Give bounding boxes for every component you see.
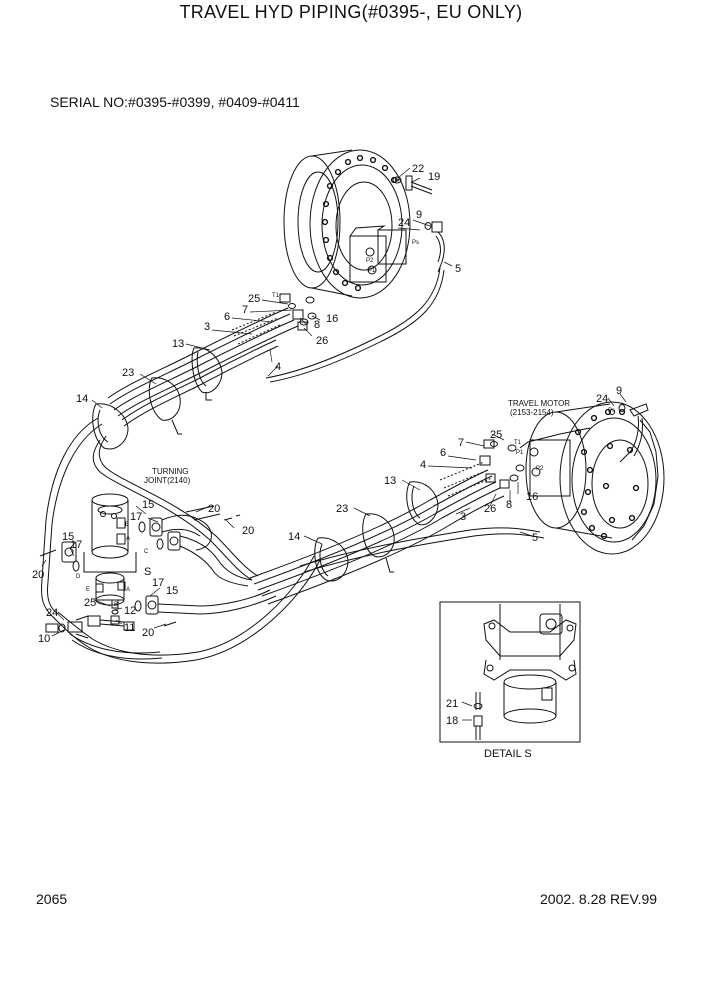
port-labels: T1 P2 P1 Ps T1 P1 P2 Ps B A C D E A B: [76, 240, 615, 608]
callout-12: 12: [124, 605, 136, 617]
lower-fittings: [479, 439, 525, 489]
callout-25-upper: 25: [248, 293, 260, 305]
callout-7-lower: 7: [458, 437, 464, 449]
callout-25-lower-left: 25: [84, 597, 96, 609]
callout-5-lower: 5: [532, 532, 538, 544]
detail-s-label: DETAIL S: [484, 748, 532, 760]
callout-18: 18: [446, 715, 458, 727]
callout-24-upper: 24: [398, 217, 410, 229]
callout-10: 10: [38, 633, 50, 645]
callout-16-upper: 16: [326, 313, 338, 325]
callout-leaders: [41, 167, 627, 721]
callout-5-upper: 5: [455, 263, 461, 275]
callout-9-upper: 9: [416, 209, 422, 221]
turning-joint-flanges: [39, 505, 277, 627]
turning-joint-code: JOINT(2140): [144, 476, 191, 485]
upper-clamps: [92, 347, 223, 450]
callout-20-b: 20: [242, 525, 254, 537]
callout-15-c: 15: [166, 585, 178, 597]
travel-motor-code: (2153-2154): [510, 408, 554, 417]
lower-left-fittings: [45, 599, 163, 660]
revision-date: 2002. 8.28 REV.99: [540, 891, 658, 907]
port-p2-upper: P2: [366, 258, 374, 264]
callout-16-lower: 16: [526, 491, 538, 503]
callout-20-a: 20: [208, 503, 220, 515]
lower-travel-motor: [519, 401, 665, 555]
lower-clamps: [314, 481, 439, 582]
port-a-lower: A: [126, 587, 130, 593]
port-p1-upper: P1: [368, 268, 376, 274]
callout-17-c: 17: [152, 577, 164, 589]
callout-23-lower: 23: [336, 503, 348, 515]
callout-15-b: 15: [62, 531, 74, 543]
upper-fittings: [279, 293, 317, 331]
port-b-upper: A: [126, 536, 130, 542]
port-ps-lower: Ps: [608, 408, 615, 414]
callout-6-lower: 6: [440, 447, 446, 459]
hose-5-upper: [265, 221, 445, 383]
callout-24-lower: 24: [596, 393, 608, 405]
callout-numbers: 22 19 9 24 5 25 7 6 3 13 4 23 14 16 8 26…: [32, 163, 622, 727]
section-s-marker: S: [144, 566, 151, 578]
page-number: 2065: [36, 891, 68, 907]
turning-joint-label: TURNING: [152, 467, 188, 476]
callout-13-upper: 13: [172, 338, 184, 350]
detail-s-box: [439, 601, 581, 743]
port-ps-upper: Ps: [412, 240, 419, 246]
callout-23-upper: 23: [122, 367, 134, 379]
upper-hose-bundle: [107, 307, 299, 427]
travel-motor-label: TRAVEL MOTOR: [508, 399, 570, 408]
port-d: D: [76, 574, 81, 580]
upper-travel-motor: [283, 149, 411, 299]
callout-6-upper: 6: [224, 311, 230, 323]
callout-17-a: 17: [130, 511, 142, 523]
port-p1-lower: P1: [516, 450, 524, 456]
callout-4-lower: 4: [420, 459, 426, 471]
hose-5-lower: [609, 403, 649, 463]
callout-9-lower: 9: [616, 385, 622, 397]
port-a-upper: B: [125, 522, 129, 528]
callout-19: 19: [428, 171, 440, 183]
port-t1-lower: T1: [514, 440, 522, 446]
callout-11: 11: [124, 622, 135, 634]
callout-14-upper: 14: [76, 393, 88, 405]
turning-joint: [83, 493, 137, 606]
callout-26-upper: 26: [316, 335, 328, 347]
callout-24-lower-left: 24: [46, 607, 58, 619]
serial-number: SERIAL NO:#0395-#0399, #0409-#0411: [50, 94, 300, 110]
port-e: E: [86, 587, 90, 593]
callout-15-a: 15: [142, 499, 154, 511]
callout-3-upper: 3: [204, 321, 210, 333]
callout-25-lower: 25: [490, 429, 502, 441]
callout-20-c: 20: [32, 569, 44, 581]
bolt-19: [392, 175, 433, 195]
port-c: C: [144, 549, 149, 555]
main-pipe-loops: [41, 417, 321, 664]
callout-22: 22: [412, 163, 424, 175]
page-title: TRAVEL HYD PIPING(#0395-, EU ONLY): [179, 2, 523, 22]
callout-21: 21: [446, 698, 458, 710]
lower-hose-bundle: [249, 461, 545, 605]
callout-3-lower: 3: [460, 511, 466, 523]
port-t1-upper: T1: [272, 293, 280, 299]
callout-8-lower: 8: [506, 499, 512, 511]
callout-13-lower: 13: [384, 475, 396, 487]
port-b-lower: B: [114, 602, 118, 608]
callout-26-lower: 26: [484, 503, 496, 515]
callout-17-b: 17: [70, 539, 82, 551]
callout-14-lower: 14: [288, 531, 300, 543]
port-p2-lower: P2: [536, 466, 544, 472]
callout-7-upper: 7: [242, 304, 248, 316]
component-labels: TRAVEL MOTOR (2153-2154) TURNING JOINT(2…: [144, 399, 570, 485]
callout-20-d: 20: [142, 627, 154, 639]
callout-8-upper: 8: [314, 319, 320, 331]
callout-4-upper: 4: [275, 361, 281, 373]
